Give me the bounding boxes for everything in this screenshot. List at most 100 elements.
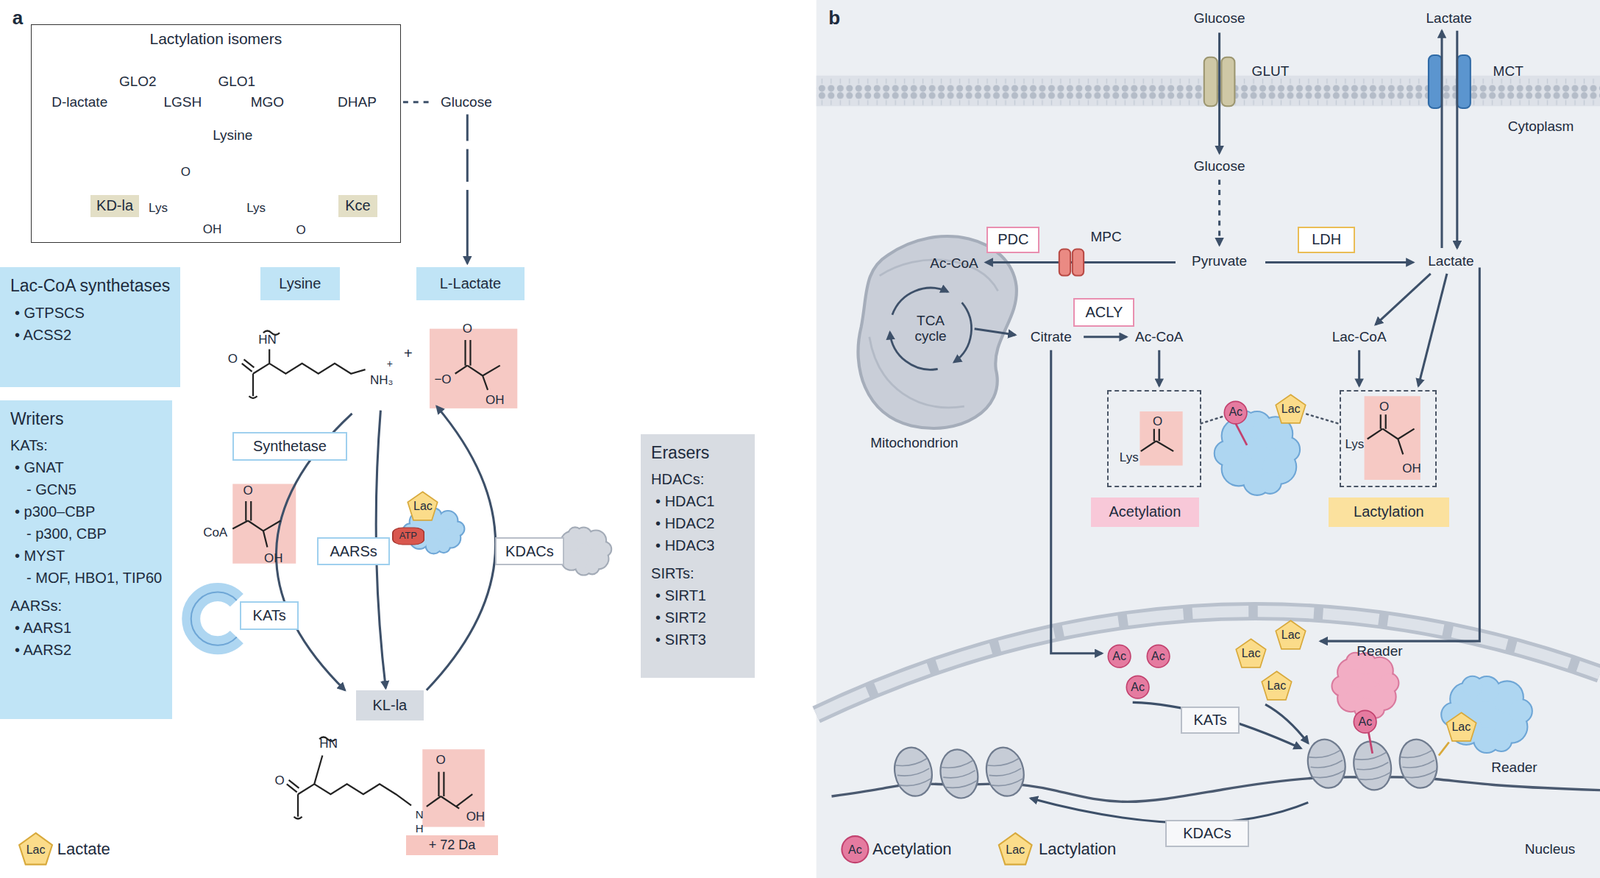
text-label: Nucleus bbox=[1524, 840, 1576, 858]
shape-outline bbox=[1275, 395, 1306, 424]
nucleosome bbox=[1303, 735, 1350, 792]
text-label: D-lactate bbox=[51, 94, 108, 111]
text-label: + bbox=[386, 357, 393, 370]
structure-box: OLysOH bbox=[1339, 389, 1437, 487]
chemical-bond bbox=[1140, 428, 1174, 452]
glut-transporter bbox=[1204, 57, 1218, 107]
node-text: • SIRT3 bbox=[651, 628, 707, 651]
text-label: Glucose bbox=[440, 94, 493, 111]
node-text: KATs bbox=[253, 606, 287, 625]
legend-text: Lactylation bbox=[1038, 839, 1116, 858]
text-label: Lysine bbox=[212, 128, 253, 145]
protein-blob bbox=[1259, 471, 1281, 493]
text-label: Ac bbox=[848, 843, 863, 857]
list-box: ErasersHDACs:• HDAC1• HDAC2• HDAC3SIRTs:… bbox=[640, 434, 755, 679]
arrow-line bbox=[1375, 273, 1431, 325]
text-label: Pyruvate bbox=[1191, 253, 1247, 270]
node-text: ATP bbox=[399, 529, 418, 542]
shape-outline bbox=[1275, 620, 1306, 649]
protein-blob bbox=[568, 527, 582, 540]
node-text: Lactylation isomers bbox=[149, 29, 282, 49]
text-label: Lactate bbox=[1426, 10, 1472, 27]
protein-blob bbox=[1259, 471, 1281, 493]
protein-blob bbox=[1275, 436, 1300, 461]
lac-pentagon: Lac bbox=[1274, 393, 1307, 425]
node-text: KATs: bbox=[10, 434, 48, 457]
node-text: O bbox=[1152, 414, 1163, 430]
arrow-line bbox=[426, 406, 496, 691]
protein-blob bbox=[437, 539, 450, 552]
node-text: • GTPSCS bbox=[10, 301, 85, 324]
enzyme-box: KATs bbox=[239, 601, 299, 630]
nucleosome bbox=[1303, 735, 1350, 792]
node-text: Lactylation bbox=[1353, 502, 1425, 521]
list-box: Lac-CoA synthetases• GTPSCS• ACSS2 bbox=[0, 267, 181, 387]
node-text: SIRTs: bbox=[651, 562, 695, 585]
mpc-transporter bbox=[1072, 248, 1084, 276]
legend-swatch bbox=[19, 832, 53, 865]
protein-blob bbox=[1379, 673, 1398, 692]
arrow-line bbox=[1218, 32, 1221, 154]
node-text: KD-la bbox=[96, 196, 134, 215]
node-text: • MYST bbox=[10, 544, 65, 567]
node-text: Lac bbox=[1281, 401, 1301, 417]
dotted-connector bbox=[1201, 416, 1225, 424]
enzyme-box: Synthetase bbox=[232, 431, 347, 461]
nucleosome bbox=[1402, 759, 1435, 770]
lac-pentagon: Lac bbox=[1235, 637, 1267, 669]
text-label: H bbox=[415, 822, 424, 835]
nucleosome bbox=[1395, 735, 1442, 792]
chemical-bond bbox=[248, 330, 280, 398]
text-label: MCT bbox=[1493, 63, 1524, 80]
node-text: LDH bbox=[1311, 230, 1342, 249]
isomer-tag: KD-la bbox=[90, 194, 140, 218]
node-text: OH bbox=[1402, 461, 1422, 477]
nucleosome bbox=[982, 743, 1029, 800]
lac-pentagon: Lac bbox=[1445, 711, 1478, 743]
node-text: PDC bbox=[997, 230, 1029, 249]
shape-outline bbox=[1224, 400, 1247, 424]
text-label: HN bbox=[258, 332, 277, 348]
text-label: GLO1 bbox=[217, 73, 256, 90]
shape-outline bbox=[1235, 638, 1266, 668]
kat-enzyme bbox=[191, 592, 237, 646]
protein-blob bbox=[1441, 676, 1532, 752]
protein-blob bbox=[1462, 676, 1483, 697]
nuclear-envelope bbox=[816, 611, 1600, 715]
list-box: WritersKATs:• GNAT- GCN5• p300–CBP- p300… bbox=[0, 400, 173, 719]
nucleosome bbox=[1356, 762, 1389, 772]
text-label: Lac-CoA bbox=[1332, 328, 1387, 346]
node-text: • SIRT1 bbox=[651, 584, 707, 607]
text-label: Reader bbox=[1356, 642, 1403, 660]
arrow-line bbox=[1265, 261, 1414, 264]
panel-background bbox=[816, 0, 1600, 878]
protein-blob bbox=[1332, 653, 1399, 718]
nucleosome bbox=[1308, 749, 1342, 760]
node-text: • HDAC3 bbox=[651, 534, 715, 557]
text-label: O bbox=[180, 165, 191, 181]
text-label: Reader bbox=[1491, 759, 1537, 776]
shape-outline bbox=[1261, 671, 1292, 701]
protein-blob bbox=[1508, 699, 1532, 723]
arrow-line bbox=[1265, 704, 1308, 743]
protein-blob bbox=[586, 561, 599, 574]
node-text: Lac bbox=[1451, 719, 1471, 735]
node-text: Lac-CoA synthetases bbox=[10, 275, 170, 295]
node-text: Ac bbox=[1112, 648, 1127, 664]
protein-blob bbox=[1379, 673, 1398, 692]
chemical-bond bbox=[242, 348, 366, 396]
lac-pentagon: Lac bbox=[1260, 670, 1293, 702]
kat-enzyme bbox=[191, 592, 237, 646]
text-label: OH bbox=[264, 550, 284, 566]
text-label: O bbox=[462, 321, 473, 337]
atp-shape: ATP bbox=[392, 526, 425, 546]
protein-blob bbox=[450, 522, 464, 536]
nucleosome bbox=[982, 743, 1029, 800]
text-label: Ac-CoA bbox=[929, 255, 978, 272]
nucleosome bbox=[990, 778, 1024, 788]
cristae bbox=[869, 259, 999, 408]
node-text: Lac bbox=[413, 498, 433, 514]
nucleosome bbox=[890, 743, 937, 800]
protein-blob bbox=[1215, 441, 1239, 465]
